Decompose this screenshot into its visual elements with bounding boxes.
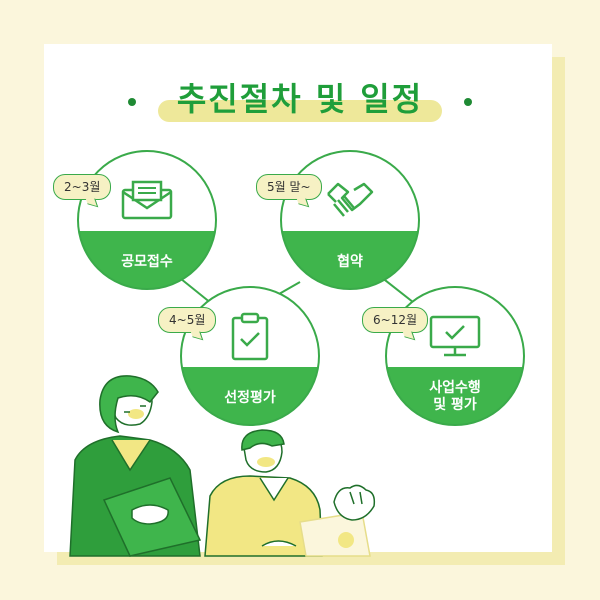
monitor-check-icon [428,314,482,362]
title-dot-left [128,98,136,106]
title-dot-right [464,98,472,106]
step-label: 사업수행 및 평가 [429,380,481,413]
period-bubble: 6~12월 [362,307,428,333]
period-bubble: 5월 말~ [256,174,322,200]
clipboard-check-icon [230,312,270,366]
period-bubble: 4~5월 [158,307,217,333]
step-label: 공모접수 [121,254,173,270]
step-label: 협약 [337,254,363,270]
period-bubble: 2~3월 [53,174,112,200]
page-title: 추진절차 및 일정 [176,80,424,118]
step-label: 선정평가 [224,390,276,406]
handshake-icon [324,180,376,228]
envelope-icon [121,180,173,224]
title-highlight [158,100,442,122]
